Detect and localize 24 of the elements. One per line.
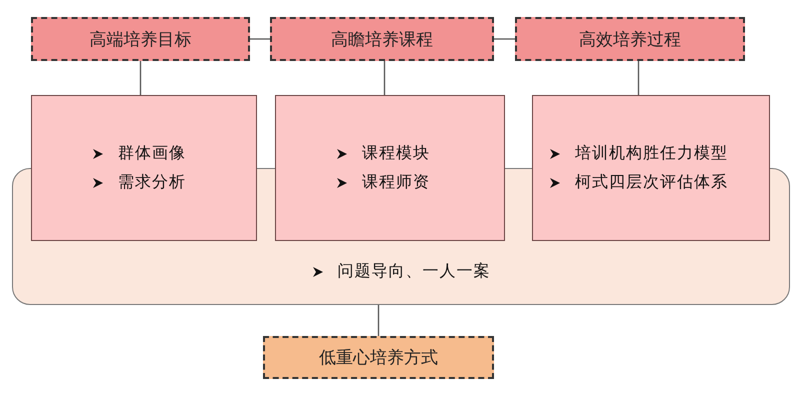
content-box bbox=[532, 95, 770, 241]
content-box bbox=[31, 95, 257, 241]
bullet-item: 课程师资 bbox=[362, 173, 430, 193]
method-box bbox=[263, 336, 494, 379]
bullet-item: 柯式四层次评估体系 bbox=[575, 172, 728, 193]
heading-text: 高效培养过程 bbox=[579, 28, 681, 50]
connector-line bbox=[250, 38, 270, 40]
connector-line bbox=[378, 305, 380, 336]
heading-box bbox=[515, 17, 745, 61]
bullet-item: 课程模块 bbox=[362, 144, 430, 164]
connector-line bbox=[140, 61, 142, 95]
connector-line bbox=[494, 38, 515, 40]
connector-line bbox=[384, 61, 386, 95]
heading-text: 高瞻培养课程 bbox=[331, 28, 433, 50]
heading-text: 高端培养目标 bbox=[90, 28, 192, 50]
heading-box bbox=[31, 17, 250, 61]
heading-box bbox=[270, 17, 494, 61]
connector-line bbox=[638, 61, 640, 95]
bullet-item: 群体画像 bbox=[118, 144, 186, 164]
bullet-item: 需求分析 bbox=[118, 172, 186, 193]
heading-text: 低重心培养方式 bbox=[319, 347, 438, 369]
content-box bbox=[275, 95, 505, 241]
bullet-item: 问题导向、一人一案 bbox=[338, 261, 490, 282]
bullet-item: 培训机构胜任力模型 bbox=[575, 144, 728, 164]
